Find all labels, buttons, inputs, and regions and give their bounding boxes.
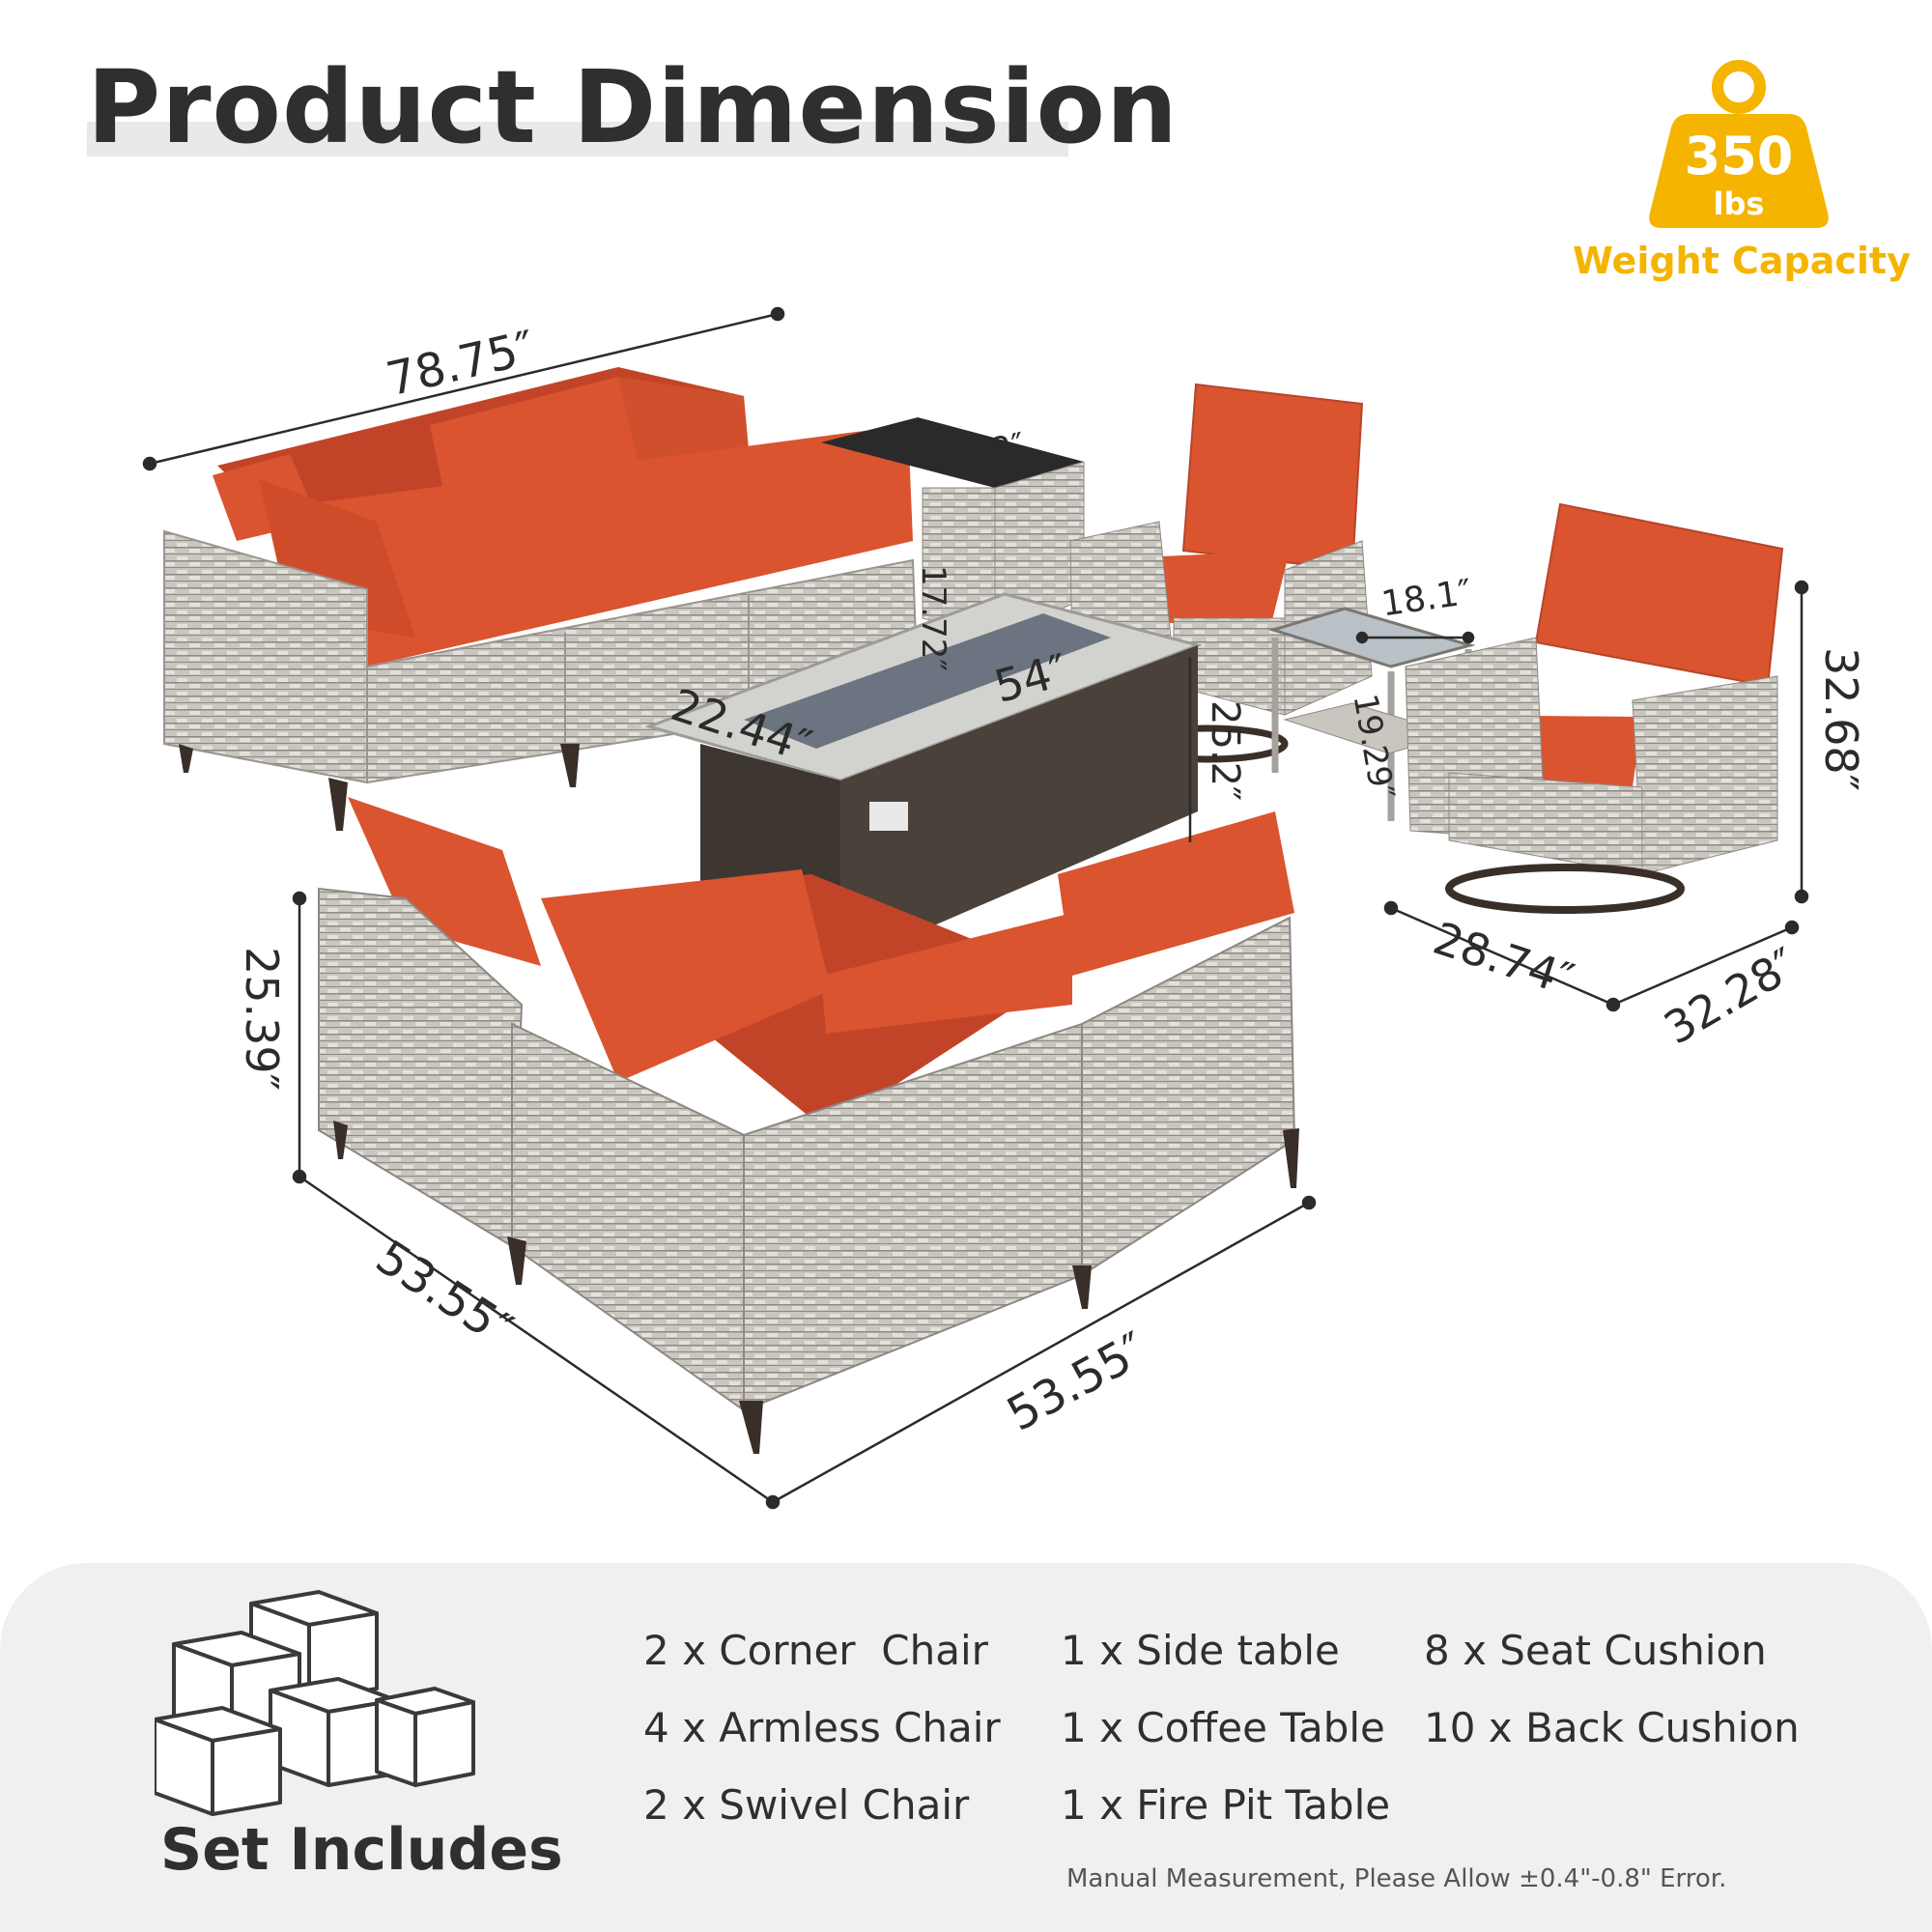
dim-corner-right: 53.55″ [998,1321,1155,1441]
wicker-side-table [821,417,1085,639]
weight-unit: lbs [1713,185,1765,222]
set-item-side-table: 1 x Side table [1061,1627,1340,1674]
measurement-note: Manual Measurement, Please Allow ±0.4"-0… [1066,1864,1727,1893]
dim-corner-height: 25.39″ [236,947,288,1091]
set-item-swivel-chair: 2 x Swivel Chair [643,1781,970,1829]
dim-glass-table-height: 19.29″ [1345,691,1402,802]
dim-fire-table-length: 54″ [989,643,1073,713]
title-block: Product Dimension [87,48,1179,166]
dimension-lines [142,306,1809,1510]
weight-icon [1649,60,1829,228]
corner-sectional [318,797,1299,1454]
set-includes-label: Set Includes [160,1816,563,1884]
dim-fire-table-width: 22.44″ [665,678,817,772]
swivel-chair-back [1069,383,1373,763]
title-underline [87,122,1068,156]
furniture-illustration [142,306,1809,1510]
dim-side-table-height: 17.72″ [914,565,952,671]
weight-number: 350 [1684,126,1794,186]
weight-caption: Weight Capacity [1573,240,1911,282]
set-item-seat-cushion: 8 x Seat Cushion [1424,1627,1767,1674]
set-item-fire-pit-table: 1 x Fire Pit Table [1061,1781,1391,1829]
weight-badge: 350 lbs [1642,58,1835,232]
dim-sofa-length: 78.75″ [382,321,540,408]
boxes-icon [155,1590,475,1816]
set-item-armless-chair: 4 x Armless Chair [643,1704,1001,1751]
dim-side-table-top: 25.2″ [937,426,1029,482]
dim-swivel-depth: 32.28″ [1656,937,1806,1054]
page-title: Product Dimension [87,48,1179,166]
set-item-coffee-table: 1 x Coffee Table [1061,1704,1385,1751]
dim-glass-table-width: 18.1″ [1379,573,1474,625]
set-item-corner-chair: 2 x Corner Chair [643,1627,988,1674]
swivel-chair-front [1405,502,1784,914]
dim-swivel-height: 32.68″ [1815,647,1867,791]
dimension-labels: 78.75″ 25.2″ 17.72″ 54″ 22.44″ 25.2″ 18.… [236,321,1867,1442]
dim-fire-table-height: 25.2″ [1203,700,1247,801]
dim-swivel-width: 28.74″ [1427,912,1579,1006]
dim-corner-left: 53.55″ [366,1230,522,1357]
sofa [163,367,920,831]
set-item-back-cushion: 10 x Back Cushion [1424,1704,1800,1751]
